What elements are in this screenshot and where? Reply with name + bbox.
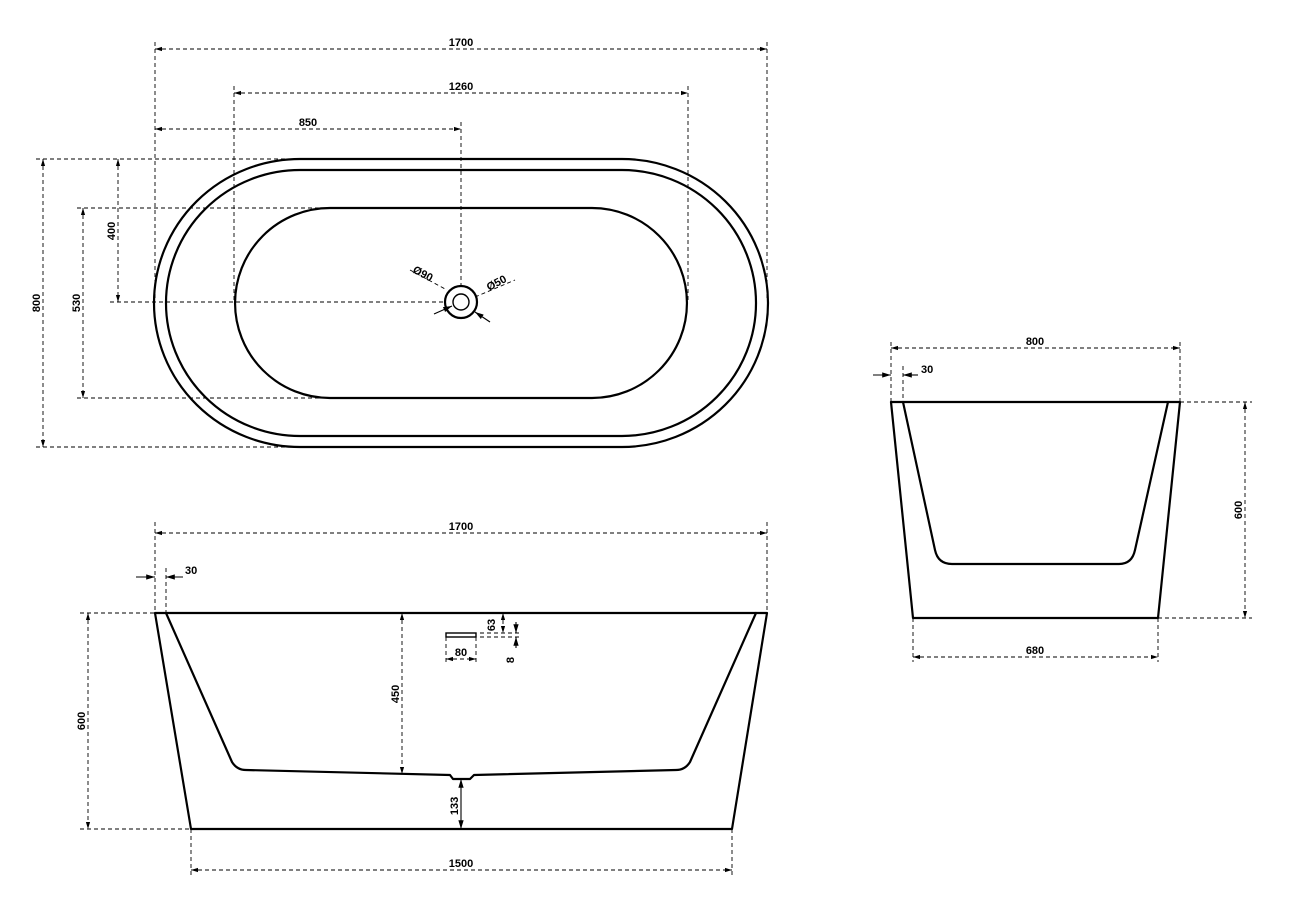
- dim-side-80-label: 80: [455, 647, 467, 659]
- dim-side-1700-label: 1700: [449, 521, 473, 533]
- dim-top-1700-label: 1700: [449, 37, 473, 49]
- dim-end-680-label: 680: [1026, 645, 1044, 657]
- end-view: 800 30 600 680: [873, 336, 1252, 662]
- drain-dia50-leader: [474, 279, 516, 298]
- drain-outer-circle: [443, 284, 479, 320]
- dim-side-600-label: 600: [76, 712, 88, 730]
- dim-end-800-label: 800: [1026, 336, 1044, 348]
- drain-dia50-arrow: [474, 311, 491, 323]
- overflow-slot: [445, 632, 477, 638]
- dim-top-530-label: 530: [71, 294, 83, 312]
- drain-inner-circle: [452, 293, 470, 311]
- side-basin-profile: [164, 611, 758, 781]
- drain-dia90-arrow: [433, 305, 453, 315]
- drain-dia90-leader: [409, 269, 448, 291]
- tub-basin-outline: [233, 206, 689, 400]
- tub-inner-rim: [164, 168, 758, 438]
- dim-end-30-label: 30: [921, 364, 933, 376]
- dim-side-30-label: 30: [185, 565, 197, 577]
- drain-inner-dia-label: Ø50: [485, 273, 509, 293]
- dim-top-850-label: 850: [299, 117, 317, 129]
- top-view: Ø90 Ø50 1700 1260 850 800 530 400: [31, 37, 770, 449]
- dim-end-600-label: 600: [1233, 501, 1245, 519]
- dim-side-450-label: 450: [390, 685, 402, 703]
- dim-top-1260-label: 1260: [449, 81, 473, 93]
- dim-side-1500-label: 1500: [449, 858, 473, 870]
- end-outer-profile: [889, 400, 1182, 620]
- dim-top-400-label: 400: [106, 222, 118, 240]
- side-view: 63 8 80 1700 30 600 450 133: [76, 521, 769, 878]
- end-basin-profile: [901, 400, 1170, 566]
- dim-top-800-label: 800: [31, 294, 43, 312]
- dim-side-8-label: 8: [505, 657, 517, 663]
- dim-side-133-label: 133: [449, 797, 461, 815]
- dim-side-63-label: 63: [486, 619, 498, 631]
- tub-outer-rim: [152, 157, 770, 449]
